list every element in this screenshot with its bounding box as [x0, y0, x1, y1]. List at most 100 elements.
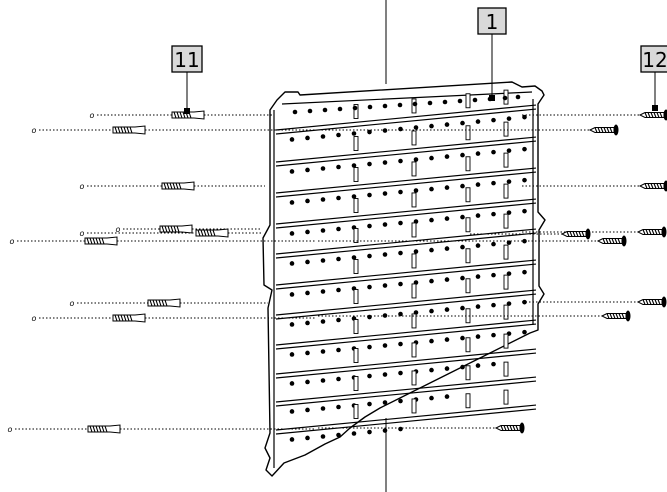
drill-hole-marker: o: [80, 182, 85, 191]
panel-hole: [289, 381, 295, 386]
panel-hole: [429, 367, 434, 373]
panel-rib-inner: [275, 202, 537, 229]
panel-hole: [351, 194, 357, 199]
panel-hole: [444, 277, 450, 282]
panel-hole: [382, 400, 388, 405]
panel-hole: [336, 317, 341, 323]
panel-slot: [411, 398, 417, 414]
panel-rib-inner: [275, 232, 537, 259]
panel-hole: [289, 292, 295, 297]
panel-hole: [475, 274, 481, 279]
panel-rib: [275, 289, 537, 316]
panel-hole: [351, 163, 357, 168]
panel-hole: [398, 189, 403, 195]
panel-hole: [367, 192, 372, 198]
drill-hole-marker: o: [32, 314, 37, 323]
panel-hole: [398, 220, 403, 226]
panel-hole: [444, 246, 450, 251]
panel-slot: [411, 370, 417, 386]
panel-hole: [429, 123, 434, 129]
screw-icon: [637, 225, 667, 239]
panel-hole: [367, 161, 372, 167]
panel-hole: [305, 229, 310, 235]
panel-slot: [353, 289, 359, 304]
panel-rib: [275, 319, 537, 346]
panel-hole: [305, 198, 310, 204]
panel-hole: [351, 431, 357, 436]
panel-slot: [503, 183, 509, 199]
panel-hole: [429, 155, 434, 161]
wall-plug-icon: [147, 298, 181, 308]
panel-hole: [367, 373, 372, 379]
panel-slot: [353, 404, 359, 419]
panel-hole: [522, 146, 527, 152]
panel-slot: [353, 228, 359, 243]
panel-hole: [444, 307, 450, 312]
panel-rib: [275, 198, 537, 225]
panel-hole: [522, 177, 527, 183]
panel-hole: [367, 284, 372, 290]
panel-hole: [398, 158, 403, 164]
panel-hole: [460, 364, 465, 370]
panel-hole: [460, 275, 465, 281]
panel-hole: [491, 361, 496, 367]
wall-plug-icon: [195, 228, 229, 238]
panel-hole: [289, 322, 295, 327]
panel-hole: [398, 281, 403, 287]
panel-hole: [522, 208, 527, 214]
panel-hole: [491, 211, 496, 217]
panel-hole: [336, 432, 341, 438]
wall-plug-icon: [87, 424, 121, 434]
panel-hole: [429, 247, 434, 253]
panel-slot: [353, 198, 359, 213]
panel-slot: [465, 93, 471, 109]
panel-hole: [336, 226, 341, 232]
panel-slot: [465, 156, 471, 172]
panel-slot: [353, 319, 359, 334]
panel-slot: [411, 283, 417, 299]
panel-rib-inner: [275, 263, 537, 290]
panel-rib-inner: [275, 323, 537, 350]
screw-icon: [639, 179, 667, 193]
panel-hole: [305, 259, 310, 265]
panel-hole: [336, 404, 341, 410]
panel-slot: [411, 192, 417, 208]
panel-hole: [320, 166, 326, 171]
panel-slot: [503, 213, 509, 229]
panel-slot: [465, 125, 471, 141]
drill-hole-marker: o: [32, 126, 37, 135]
panel-hole: [491, 149, 496, 155]
panel-slot: [465, 187, 471, 203]
panel-hole: [475, 182, 481, 187]
panel-hole: [444, 154, 450, 159]
drill-hole-marker: o: [116, 225, 121, 234]
panel-rib-inner: [275, 171, 537, 198]
panel-hole: [413, 188, 419, 193]
panel-hole: [382, 160, 388, 165]
panel-hole: [398, 398, 403, 404]
panel-hole: [305, 379, 310, 385]
panel-hole: [320, 378, 326, 383]
panel-hole: [444, 366, 450, 371]
wall-plug-icon: [161, 181, 195, 191]
panel-rib: [275, 376, 537, 403]
panel-slot: [503, 244, 509, 260]
panel-hole: [413, 125, 419, 130]
panel-slot: [503, 152, 509, 168]
panel-hole: [382, 372, 388, 377]
panel-hole: [336, 164, 341, 170]
panel-hole: [491, 272, 496, 278]
panel-hole: [398, 370, 403, 376]
panel-hole: [460, 183, 465, 189]
callout-anchor: 11: [171, 45, 203, 114]
panel-slot: [465, 393, 471, 409]
panel-hole: [491, 241, 496, 247]
screw-icon: [589, 123, 620, 137]
panel-hole: [289, 409, 295, 414]
panel-slot: [465, 248, 471, 264]
panel-hole: [460, 152, 465, 158]
panel-hole: [491, 117, 496, 123]
panel-hole: [336, 347, 341, 353]
drill-hole-marker: o: [70, 299, 75, 308]
screw-icon: [597, 234, 628, 248]
